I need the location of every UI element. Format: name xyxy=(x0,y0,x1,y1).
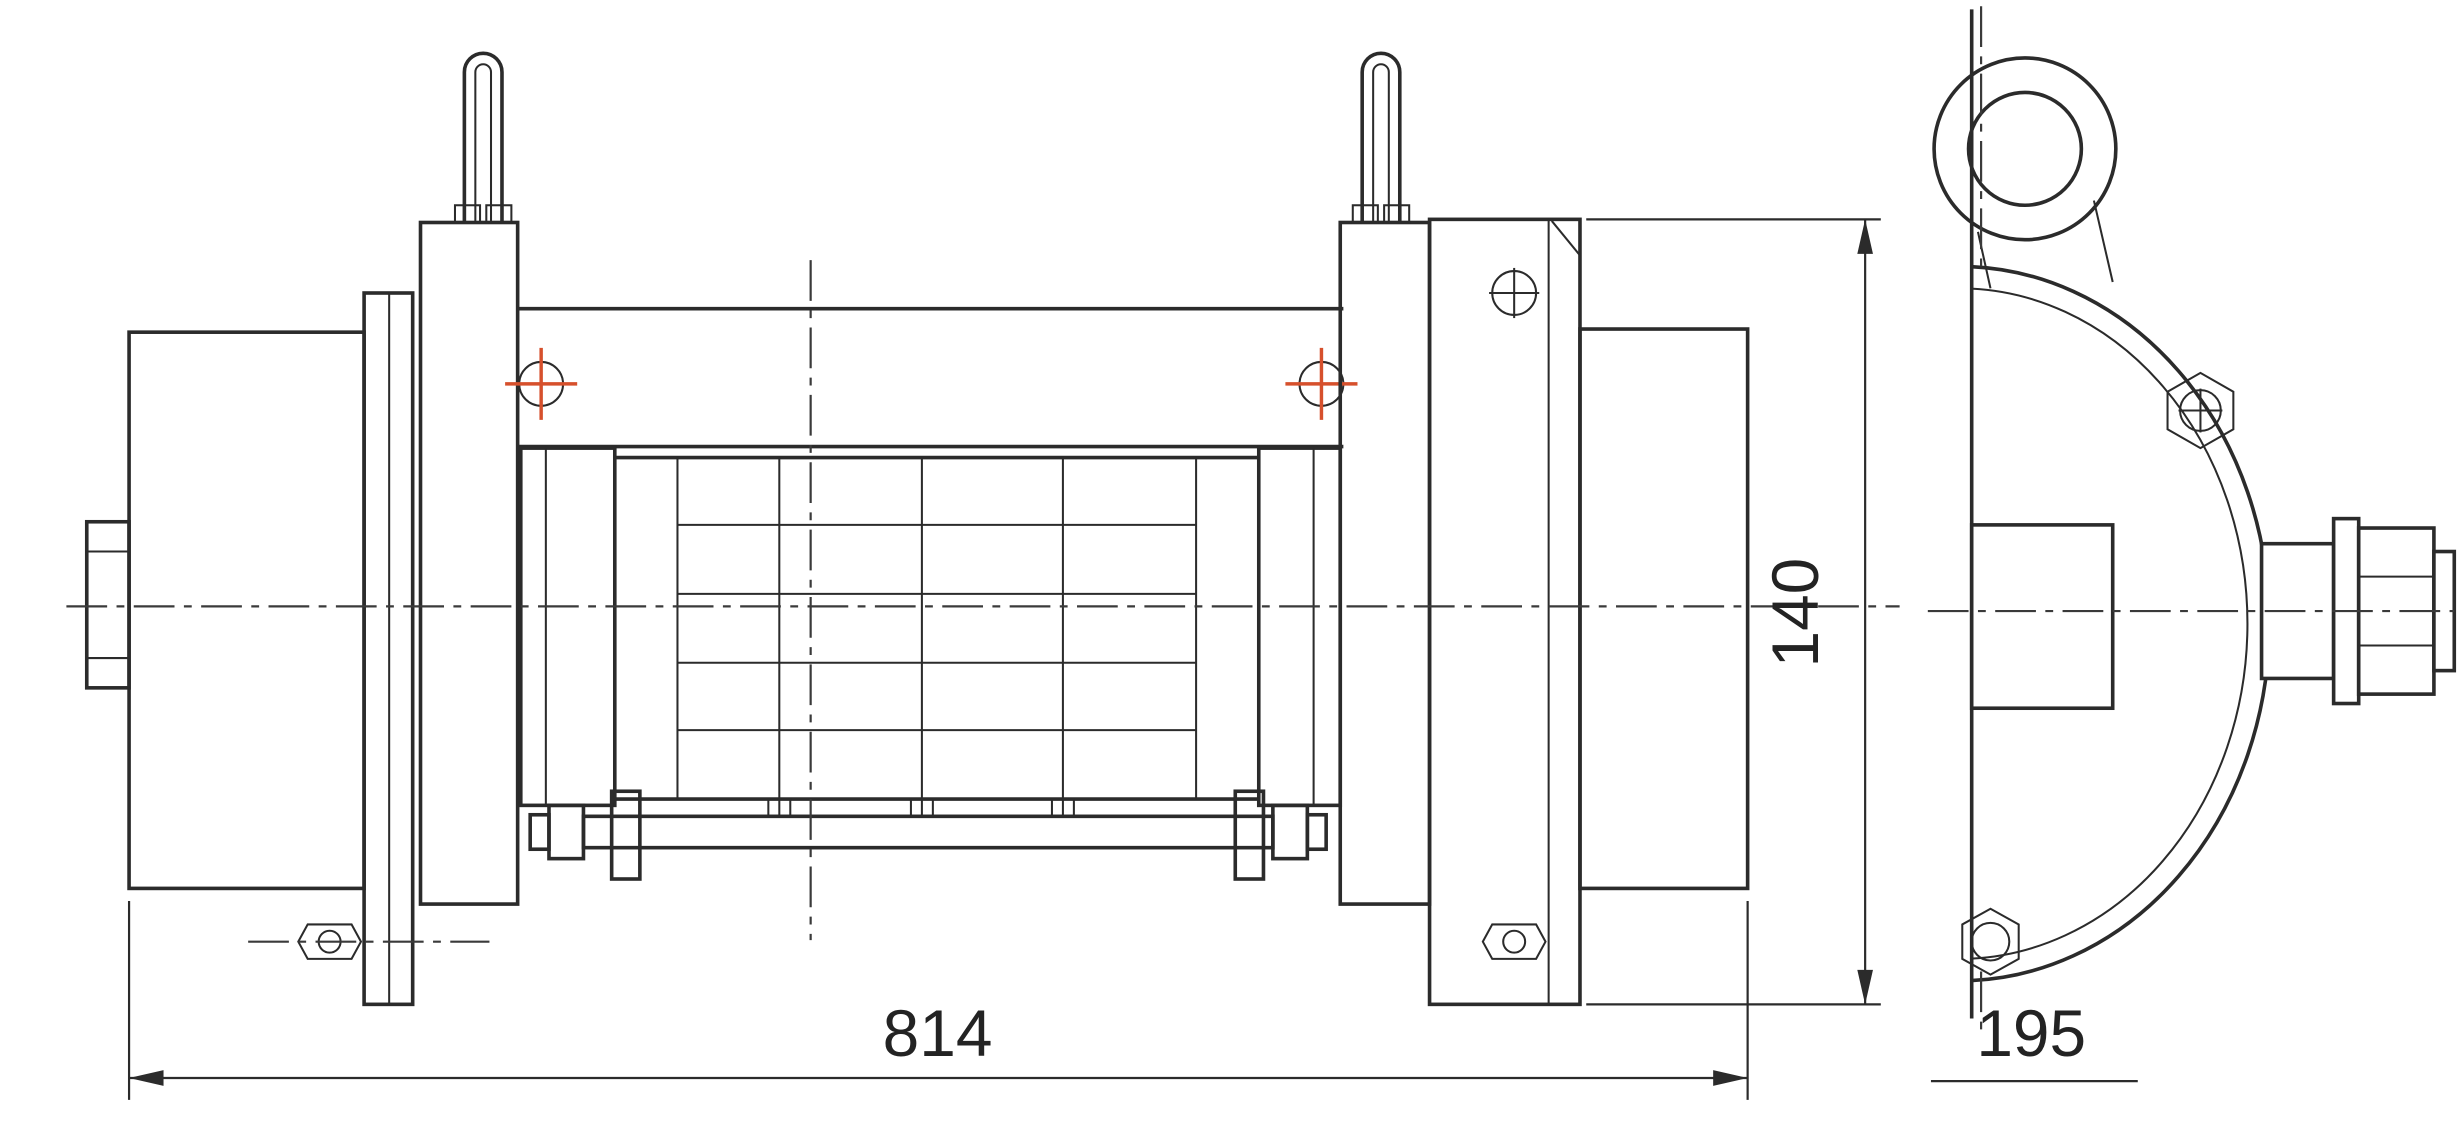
drum-rope-grid xyxy=(676,457,1198,800)
screw-strap-right-icon xyxy=(1285,347,1358,420)
side-view xyxy=(1927,6,2457,1031)
motor-housing-left xyxy=(127,330,366,891)
gearbox-plate-right xyxy=(1427,217,1582,1007)
dimension-height-label: 140 xyxy=(1758,558,1832,668)
motor-housing-right xyxy=(1578,327,1750,891)
arrow-down-icon xyxy=(1857,969,1873,1005)
top-strap xyxy=(517,306,1344,449)
front-view xyxy=(66,51,1900,1007)
drum-flange-right xyxy=(1256,446,1343,808)
tie-rod-nut-right xyxy=(1271,803,1310,861)
dimension-overall-length: 814 xyxy=(127,900,1749,1100)
hex-bolt-side-bottom-icon xyxy=(1961,907,2020,976)
dimension-width-label: 195 xyxy=(1976,996,2086,1070)
dimension-length-label: 814 xyxy=(883,996,993,1070)
tie-rod-nut-left xyxy=(547,803,586,861)
lifting-handle-right xyxy=(1351,51,1411,224)
flange-plate-left xyxy=(362,291,415,1007)
cable-drum xyxy=(518,446,1343,818)
shaft-stub-left xyxy=(84,519,131,690)
mounting-bracket-left xyxy=(418,220,520,906)
mounting-bracket-right xyxy=(1338,220,1432,906)
lifting-handle-left xyxy=(453,51,513,224)
hex-bolt-bottom-right-icon xyxy=(1481,923,1547,960)
screw-strap-left-icon xyxy=(505,347,578,420)
brake-block xyxy=(1969,523,2115,711)
dimension-end-view-width: 195 xyxy=(1930,996,2138,1083)
dimension-mounting-height: 140 xyxy=(1586,218,1881,1006)
tie-rod xyxy=(528,789,1328,881)
drum-flange-left xyxy=(518,446,617,808)
arrow-right-icon xyxy=(1713,1070,1748,1086)
arrow-left-icon xyxy=(129,1070,164,1086)
screw-plate-top-icon xyxy=(1489,267,1540,319)
arrow-up-icon xyxy=(1857,219,1873,254)
hex-screw-face-icon xyxy=(2166,371,2235,450)
lifting-eye-ring xyxy=(1932,56,2118,289)
housing-face xyxy=(1971,264,2272,983)
